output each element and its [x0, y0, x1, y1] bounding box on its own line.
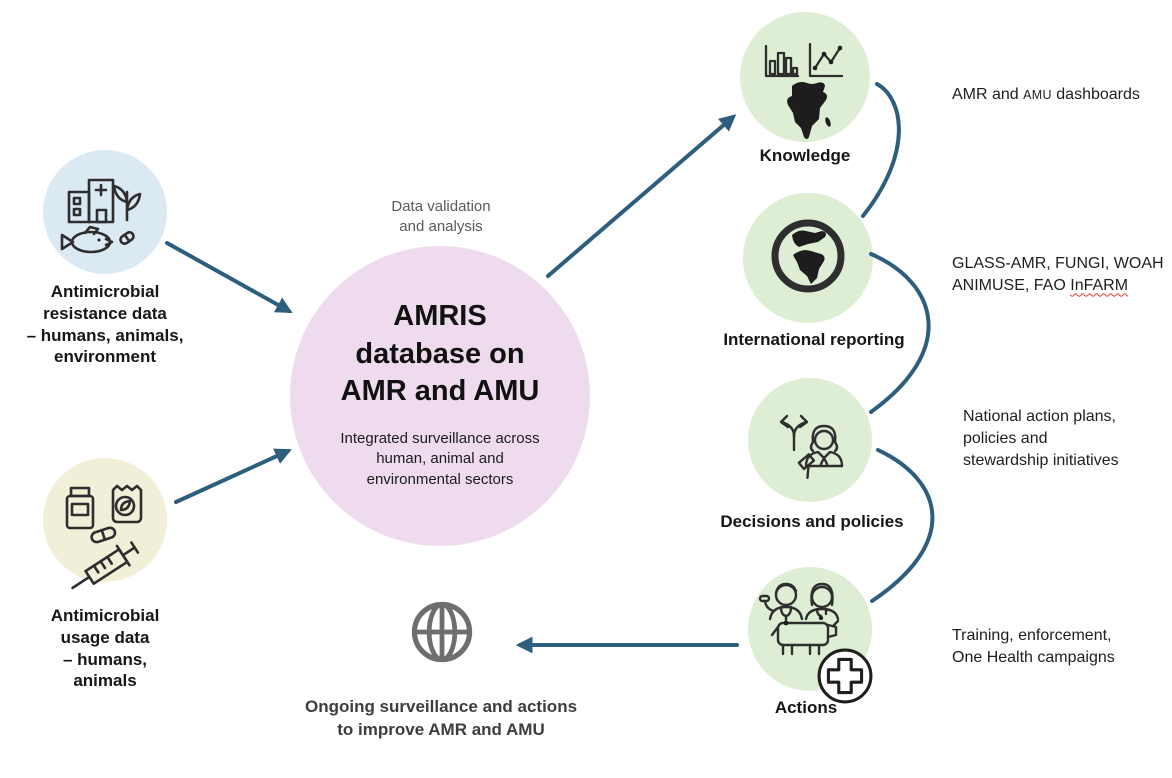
medicines-syringe-icon: [65, 484, 143, 590]
actions-label: Actions: [774, 698, 838, 717]
international-reporting-label: International reporting: [723, 330, 905, 349]
knowledge-annotation-post: dashboards: [1051, 85, 1140, 103]
usage-data-label: Antimicrobial usage data – humans, anima…: [50, 606, 160, 691]
data-validation-note: Data validation and analysis: [391, 198, 491, 236]
arrow-usage-to-hub: [174, 448, 292, 504]
resistance-data-label: Antimicrobial resistance data – humans, …: [26, 282, 184, 367]
decisions-policies-label: Decisions and policies: [720, 512, 904, 531]
globe-continents-icon: [771, 219, 845, 293]
amris-subtitle: Integrated surveillance across human, an…: [340, 430, 540, 488]
wireframe-globe-icon: [411, 601, 473, 663]
reporting-annotation-text: GLASS-AMR, FUNGI, WOAH ANIMUSE, FAO: [952, 254, 1164, 294]
charts-africa-icon: [764, 42, 844, 139]
resistance-data-circle: [43, 150, 167, 274]
amris-title: AMRIS database on AMR and AMU: [340, 300, 540, 408]
hospital-plant-fish-icon: [60, 178, 142, 254]
decisions-policies-annotation: National action plans, policies and stew…: [963, 408, 1119, 469]
knowledge-label: Knowledge: [759, 146, 851, 165]
knowledge-circle: [740, 12, 870, 142]
usage-data-circle: [43, 458, 167, 590]
international-reporting-annotation: GLASS-AMR, FUNGI, WOAH ANIMUSE, FAO InFA…: [952, 231, 1167, 296]
fork-arrows-judge-icon: [779, 414, 844, 479]
amris-database-circle: AMRIS database on AMR and AMU Integrated…: [290, 246, 590, 546]
medical-plus-icon: [816, 647, 874, 705]
health-workers-livestock-icon: [758, 582, 840, 656]
footer-label: Ongoing surveillance and actions to impr…: [304, 697, 578, 739]
decisions-policies-circle: [748, 378, 872, 502]
knowledge-annotation: AMR and AMU dashboards: [952, 62, 1162, 106]
knowledge-annotation-pre: AMR and: [952, 85, 1024, 103]
knowledge-annotation-smallcaps: AMU: [1023, 87, 1052, 102]
reporting-annotation-flagged-word: InFARM: [1070, 276, 1129, 294]
actions-annotation: Training, enforcement, One Health campai…: [952, 627, 1115, 666]
arrow-hub-to-knowledge: [546, 114, 737, 278]
international-reporting-circle: [743, 193, 873, 323]
